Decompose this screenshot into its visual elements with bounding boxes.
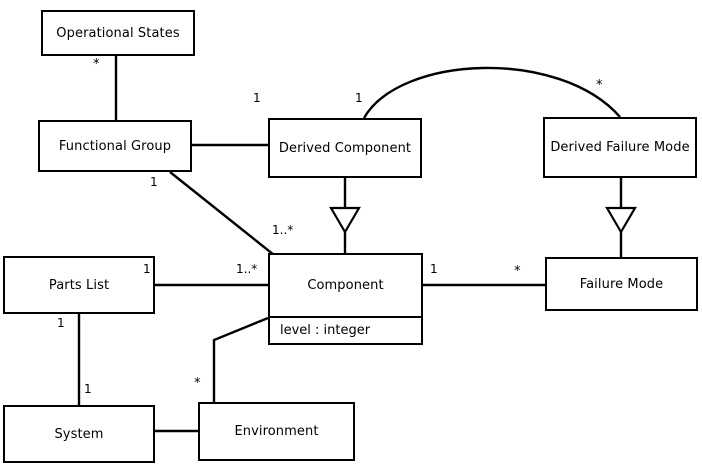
class-box-derived-failure-mode[interactable]: Derived Failure Mode xyxy=(543,117,697,178)
multiplicity-functional-group-component: 1 xyxy=(150,175,158,189)
multiplicity-derived-component-arc: 1 xyxy=(355,91,363,105)
class-name-parts-list: Parts List xyxy=(48,277,110,293)
gen-derivedcomponent-component-triangle xyxy=(329,206,361,235)
class-box-functional-group[interactable]: Functional Group xyxy=(38,120,192,172)
multiplicity-failure-mode-component: * xyxy=(514,264,521,279)
class-name-failure-mode: Failure Mode xyxy=(579,276,664,292)
class-box-operational-states[interactable]: Operational States xyxy=(41,10,195,56)
class-box-derived-component[interactable]: Derived Component xyxy=(268,118,422,178)
class-attribute-component-level: level : integer xyxy=(270,316,421,343)
multiplicity-component-parts-list: 1..* xyxy=(236,262,258,276)
class-name-component: Component xyxy=(307,278,384,293)
class-box-component[interactable]: Component level : integer xyxy=(268,253,423,345)
assoc-environment-component xyxy=(212,316,269,402)
multiplicity-parts-list-system: 1 xyxy=(57,316,65,330)
multiplicity-functional-group-derived-component: 1 xyxy=(253,91,261,105)
multiplicity-derived-failure-mode-arc: * xyxy=(596,78,603,93)
class-name-operational-states: Operational States xyxy=(56,25,180,41)
multiplicity-environment-component: * xyxy=(194,376,201,391)
multiplicity-component-functional-group: 1..* xyxy=(272,223,294,237)
class-name-environment: Environment xyxy=(234,424,319,439)
class-name-system: System xyxy=(54,426,104,442)
gen-derivedfailuremode-failuremode-triangle xyxy=(605,206,637,235)
multiplicity-operational-states: * xyxy=(93,57,100,72)
class-box-system[interactable]: System xyxy=(3,405,155,463)
class-box-environment[interactable]: Environment xyxy=(198,402,355,461)
class-name-functional-group: Functional Group xyxy=(58,138,172,154)
multiplicity-parts-list-component: 1 xyxy=(143,262,151,276)
multiplicity-component-failure-mode: 1 xyxy=(430,262,438,276)
multiplicity-system-parts-list: 1 xyxy=(84,382,92,396)
class-name-derived-failure-mode: Derived Failure Mode xyxy=(550,140,690,155)
class-box-failure-mode[interactable]: Failure Mode xyxy=(545,257,698,311)
class-box-parts-list[interactable]: Parts List xyxy=(3,256,155,314)
assoc-functionalgroup-component xyxy=(169,171,275,256)
class-name-derived-component: Derived Component xyxy=(278,140,412,156)
assoc-derivedcomponent-derivedfailuremode xyxy=(362,66,621,119)
